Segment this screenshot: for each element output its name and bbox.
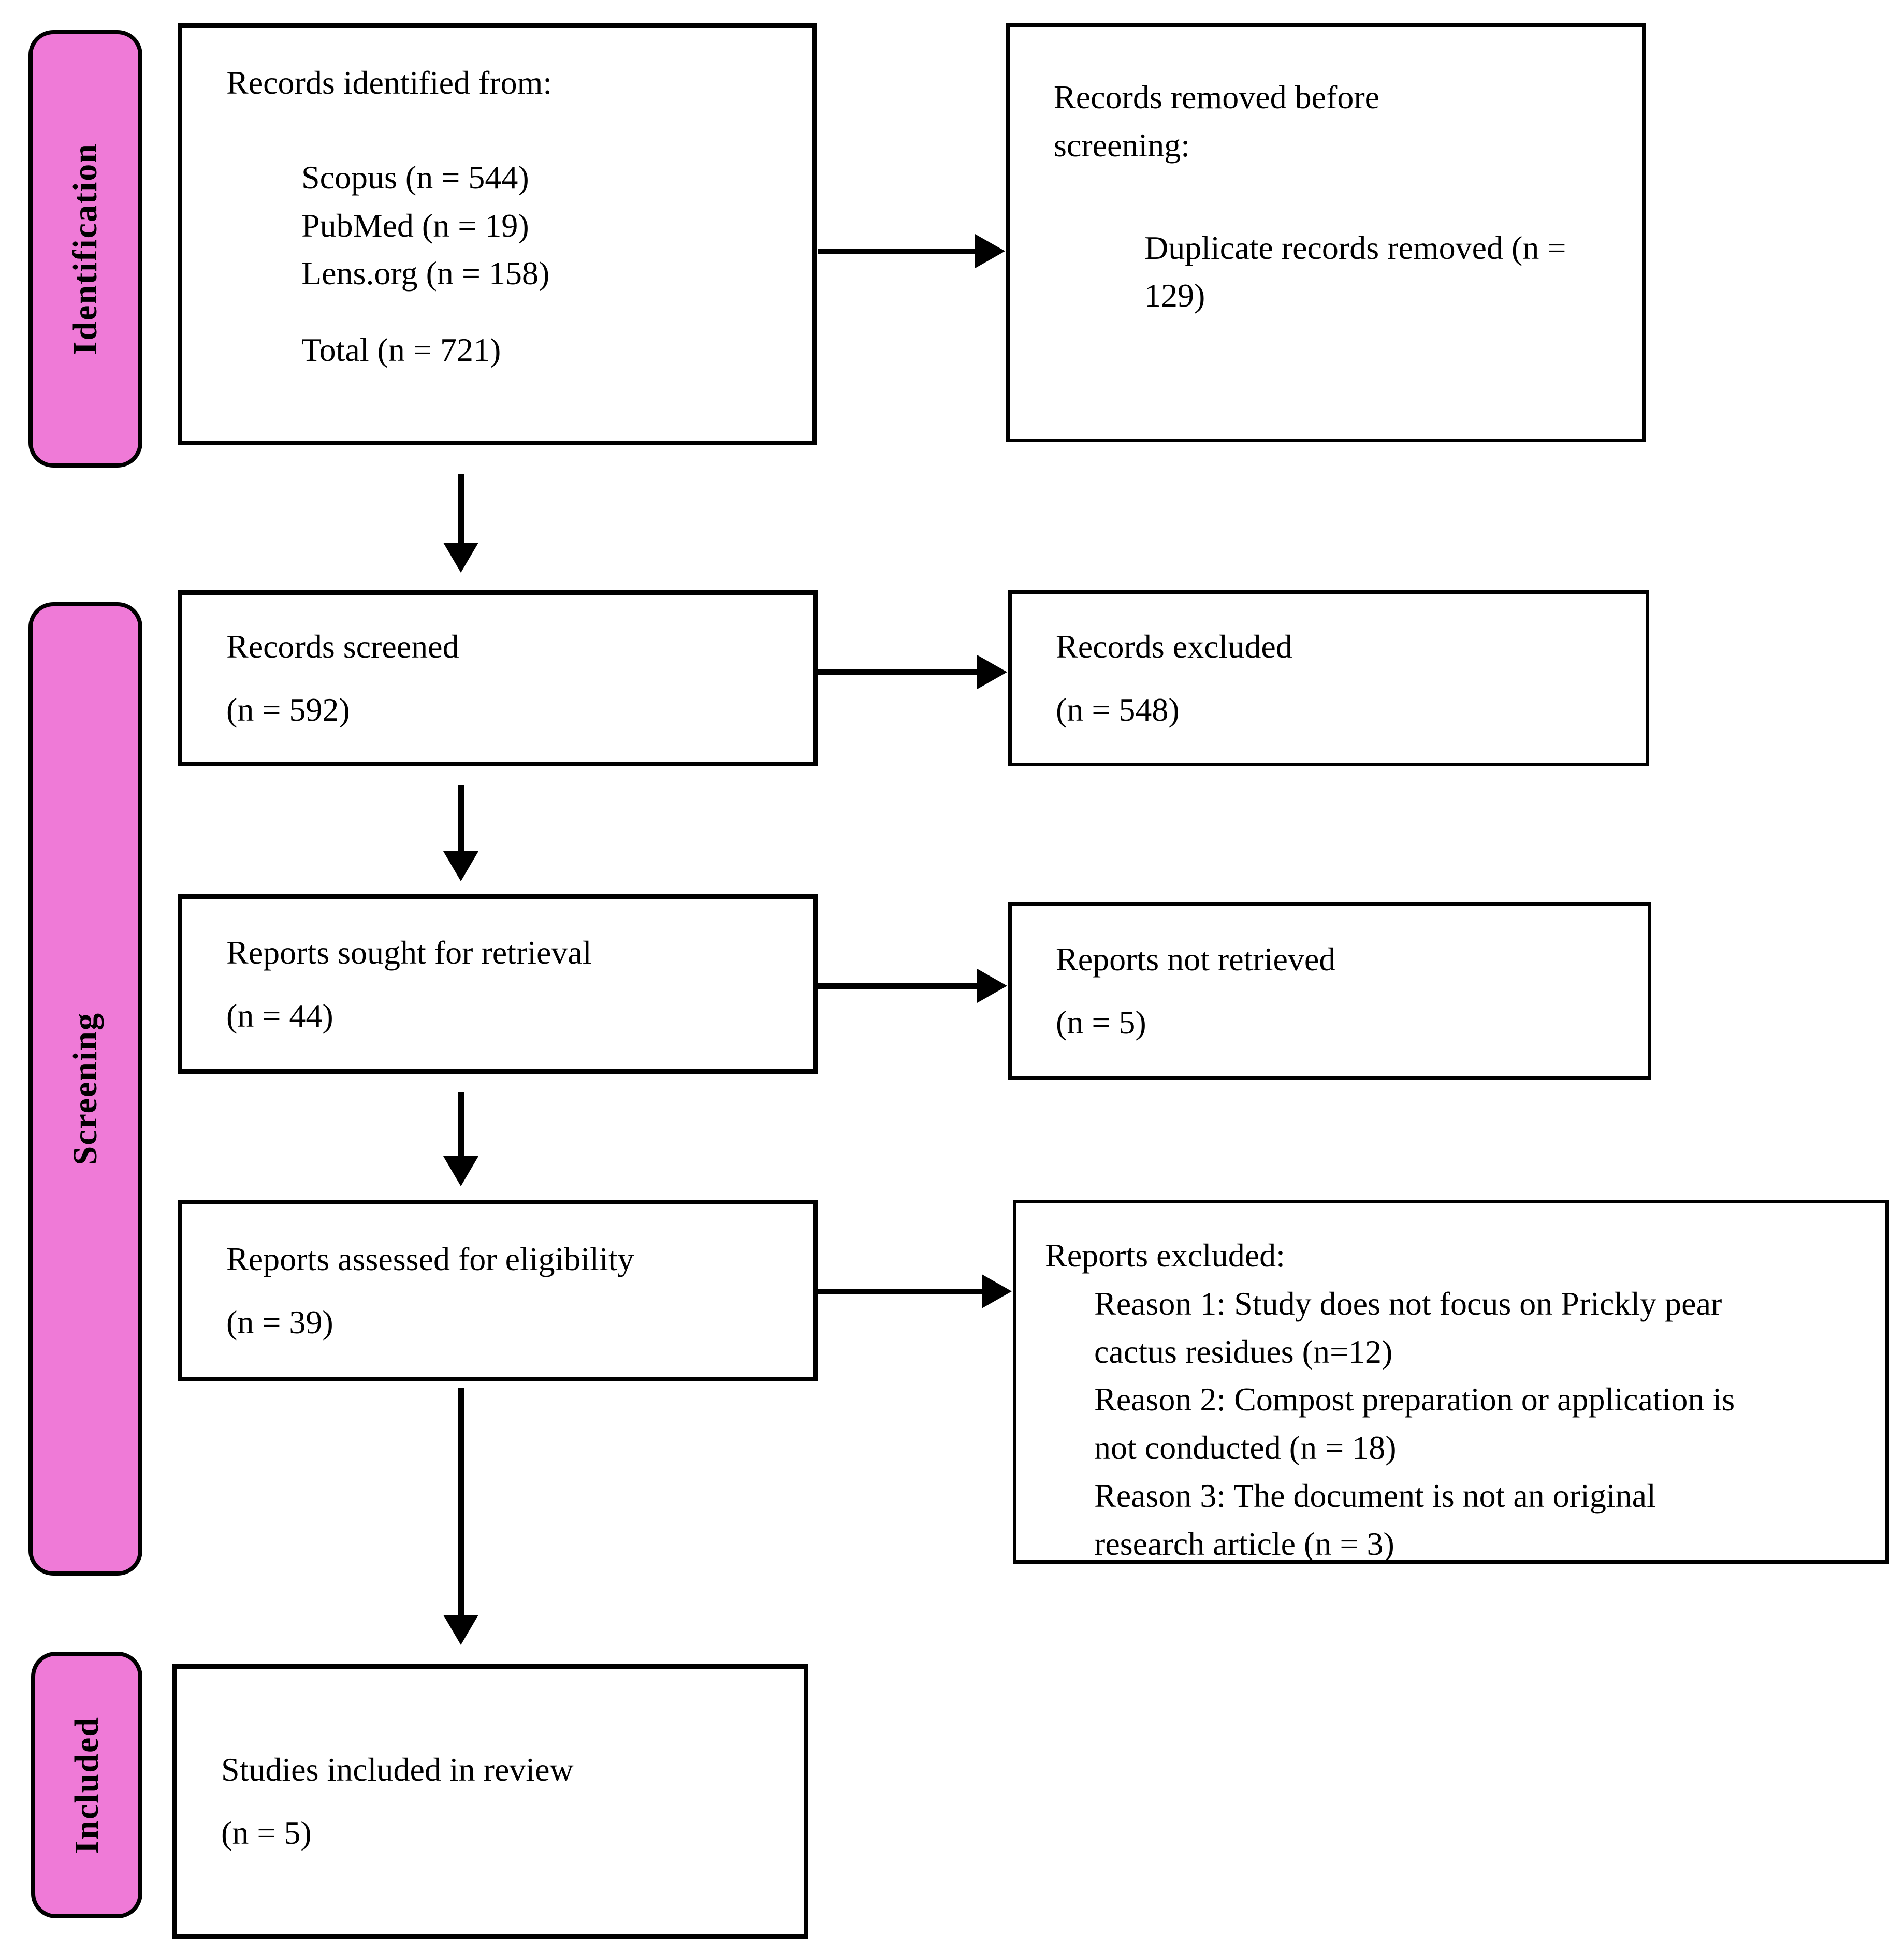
box-reports-sought: Reports sought for retrieval (n = 44): [178, 894, 818, 1074]
arrow-shaft: [458, 785, 464, 852]
exclusion-reason-1: Reason 1: Study does not focus on Prickl…: [1094, 1285, 1722, 1370]
source-pubmed: PubMed (n = 19): [301, 207, 529, 244]
source-scopus: Scopus (n = 544): [301, 158, 529, 196]
arrow-head-icon: [982, 1274, 1012, 1308]
records-screened-count: (n = 592): [226, 691, 350, 728]
stage-included: Included: [31, 1652, 142, 1918]
exclusion-reason-3: Reason 3: The document is not an origina…: [1094, 1477, 1656, 1562]
arrow-shaft: [818, 983, 979, 989]
records-identified-title: Records identified from:: [226, 64, 553, 101]
box-reports-not-retrieved: Reports not retrieved (n = 5): [1008, 902, 1651, 1080]
arrow-shaft: [458, 1092, 464, 1157]
arrow-shaft: [818, 1289, 984, 1294]
records-removed-detail: Duplicate records removed (n = 129): [1144, 229, 1566, 314]
records-identified-sources: Scopus (n = 544) PubMed (n = 19) Lens.or…: [301, 154, 792, 298]
source-lensorg: Lens.org (n = 158): [301, 255, 550, 292]
arrow-head-icon: [443, 1615, 478, 1645]
records-excluded-line1: Records excluded: [1056, 628, 1292, 665]
arrow-head-icon: [977, 969, 1007, 1003]
box-records-identified: Records identified from: Scopus (n = 544…: [178, 23, 817, 445]
records-removed-title: Records removed before screening:: [1054, 79, 1380, 164]
reports-not-retrieved-count: (n = 5): [1056, 1004, 1146, 1041]
records-excluded-count: (n = 548): [1056, 691, 1180, 728]
reports-excluded-reasons: Reason 1: Study does not focus on Prickl…: [1094, 1280, 1741, 1568]
box-records-removed: Records removed before screening: Duplic…: [1006, 23, 1646, 442]
arrow-head-icon: [443, 851, 478, 881]
records-identified-total: Total (n = 721): [301, 331, 501, 369]
arrow-head-icon: [443, 1156, 478, 1186]
arrow-shaft: [458, 1388, 464, 1616]
reports-sought-count: (n = 44): [226, 997, 333, 1034]
arrow-shaft: [458, 474, 464, 544]
reports-excluded-title: Reports excluded:: [1045, 1237, 1285, 1274]
arrow-shaft: [818, 669, 979, 675]
reports-assessed-line1: Reports assessed for eligibility: [226, 1240, 634, 1277]
exclusion-reason-2: Reason 2: Compost preparation or applica…: [1094, 1381, 1735, 1466]
box-reports-assessed: Reports assessed for eligibility (n = 39…: [178, 1200, 818, 1381]
records-screened-line1: Records screened: [226, 628, 459, 665]
stage-screening: Screening: [28, 602, 142, 1576]
stage-identification: Identification: [28, 30, 142, 468]
arrow-head-icon: [975, 234, 1005, 268]
arrow-shaft: [818, 249, 976, 254]
reports-not-retrieved-line1: Reports not retrieved: [1056, 941, 1336, 978]
box-studies-included: Studies included in review (n = 5): [172, 1664, 808, 1939]
studies-included-line1: Studies included in review: [221, 1751, 574, 1788]
studies-included-count: (n = 5): [221, 1814, 312, 1851]
arrow-head-icon: [977, 655, 1007, 689]
stage-identification-label: Identification: [66, 142, 104, 355]
box-records-excluded: Records excluded (n = 548): [1008, 590, 1649, 766]
reports-sought-line1: Reports sought for retrieval: [226, 934, 592, 971]
arrow-head-icon: [443, 543, 478, 573]
stage-screening-label: Screening: [66, 1012, 104, 1166]
reports-assessed-count: (n = 39): [226, 1303, 333, 1341]
stage-included-label: Included: [67, 1716, 106, 1854]
box-records-screened: Records screened (n = 592): [178, 590, 818, 766]
box-reports-excluded: Reports excluded: Reason 1: Study does n…: [1013, 1200, 1889, 1564]
